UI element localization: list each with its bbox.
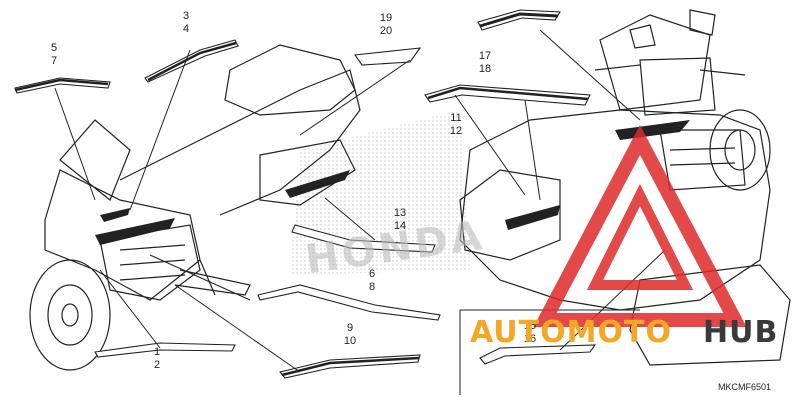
decal-strips (14, 9, 597, 379)
callout-number: 8 (368, 281, 376, 293)
callout-number: 12 (449, 125, 463, 137)
watermark-text-left: AUTOMOTO (470, 315, 672, 350)
callout-19-20: 19 20 (376, 12, 396, 38)
callout-number: 3 (182, 10, 190, 22)
callout-number: 7 (50, 55, 58, 67)
callout-number: 20 (379, 25, 393, 37)
right-bike-tank-decal (615, 120, 690, 140)
watermark-triangle (533, 125, 747, 327)
callout-17-18: 17 18 (475, 50, 495, 76)
callout-number: 5 (50, 42, 58, 54)
callout-11-12: 11 12 (446, 112, 466, 138)
callout-number: 15 (523, 320, 537, 332)
left-motorcycle (29, 44, 361, 371)
callout-number: 17 (478, 50, 492, 62)
honda-background-logo (290, 110, 470, 275)
left-bike-front-decal (100, 208, 130, 222)
right-bike-front-decal (505, 205, 560, 230)
callout-15-16: 15 16 (520, 320, 540, 346)
callout-5-7: 5 7 (44, 42, 64, 68)
callout-number: 18 (478, 63, 492, 75)
callout-6-8: 6 8 (362, 268, 382, 294)
callout-number: 6 (368, 268, 376, 280)
callout-number: 4 (182, 23, 190, 35)
left-bike-side-decal (285, 170, 350, 198)
right-motorcycle (459, 9, 791, 366)
callout-number: 16 (523, 333, 537, 345)
callout-13-14: 13 14 (390, 207, 410, 233)
callout-number: 14 (393, 220, 407, 232)
callout-3-4: 3 4 (176, 10, 196, 36)
callout-number: 19 (379, 12, 393, 24)
watermark-text-right: HUB (703, 315, 779, 350)
left-bike-fairing-decal (95, 218, 175, 245)
callout-9-10: 9 10 (340, 322, 360, 348)
callout-number: 2 (153, 359, 161, 371)
callout-number: 1 (153, 346, 161, 358)
diagram-code: MKCMF6501 (718, 382, 772, 392)
callout-number: 10 (343, 335, 357, 347)
callout-number: 11 (450, 112, 462, 124)
callout-1-2: 1 2 (147, 346, 167, 372)
callout-number: 9 (346, 322, 354, 334)
callout-number: 13 (393, 207, 407, 219)
